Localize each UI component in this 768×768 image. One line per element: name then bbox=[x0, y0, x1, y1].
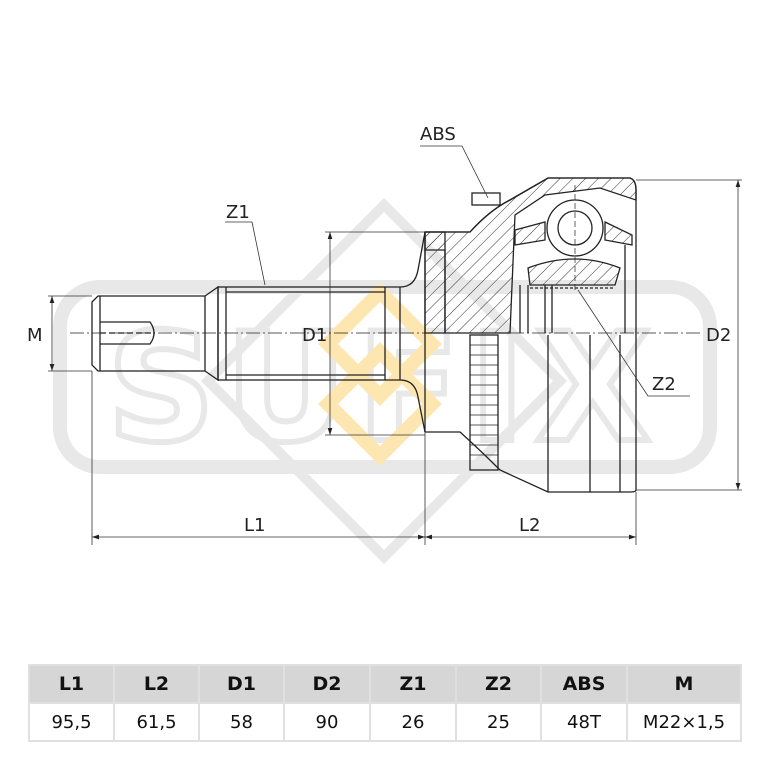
value-abs: 48T bbox=[540, 702, 628, 742]
value-d1: 58 bbox=[198, 702, 285, 742]
spec-value-row: 95,5 61,5 58 90 26 25 48T M22×1,5 bbox=[28, 702, 742, 742]
header-abs: ABS bbox=[540, 664, 628, 704]
label-d2: D2 bbox=[706, 325, 731, 346]
spec-table: L1 L2 D1 D2 Z1 Z2 ABS M 95,5 61,5 58 90 … bbox=[28, 664, 742, 742]
label-abs: ABS bbox=[420, 124, 456, 145]
label-l2: L2 bbox=[519, 515, 540, 536]
header-z1: Z1 bbox=[369, 664, 457, 704]
header-d2: D2 bbox=[283, 664, 371, 704]
part-outline bbox=[70, 177, 700, 493]
value-z1: 26 bbox=[369, 702, 457, 742]
cv-joint-drawing: SUFIX bbox=[27, 124, 742, 565]
label-d1: D1 bbox=[302, 325, 327, 346]
value-m: M22×1,5 bbox=[626, 702, 742, 742]
value-l1: 95,5 bbox=[28, 702, 115, 742]
value-d2: 90 bbox=[283, 702, 371, 742]
spec-header-row: L1 L2 D1 D2 Z1 Z2 ABS M bbox=[28, 664, 742, 704]
label-z1: Z1 bbox=[226, 202, 250, 223]
header-m: M bbox=[626, 664, 742, 704]
dimension-labels: ABS Z1 Z2 D1 D2 M L1 L2 bbox=[27, 124, 731, 536]
watermark: SUFIX bbox=[53, 197, 717, 565]
value-z2: 25 bbox=[455, 702, 542, 742]
header-d1: D1 bbox=[198, 664, 285, 704]
label-z2: Z2 bbox=[652, 374, 676, 395]
dimensions bbox=[48, 145, 742, 545]
header-z2: Z2 bbox=[455, 664, 542, 704]
label-m: M bbox=[27, 325, 43, 346]
header-l2: L2 bbox=[113, 664, 200, 704]
label-l1: L1 bbox=[244, 515, 265, 536]
header-l1: L1 bbox=[28, 664, 115, 704]
value-l2: 61,5 bbox=[113, 702, 200, 742]
